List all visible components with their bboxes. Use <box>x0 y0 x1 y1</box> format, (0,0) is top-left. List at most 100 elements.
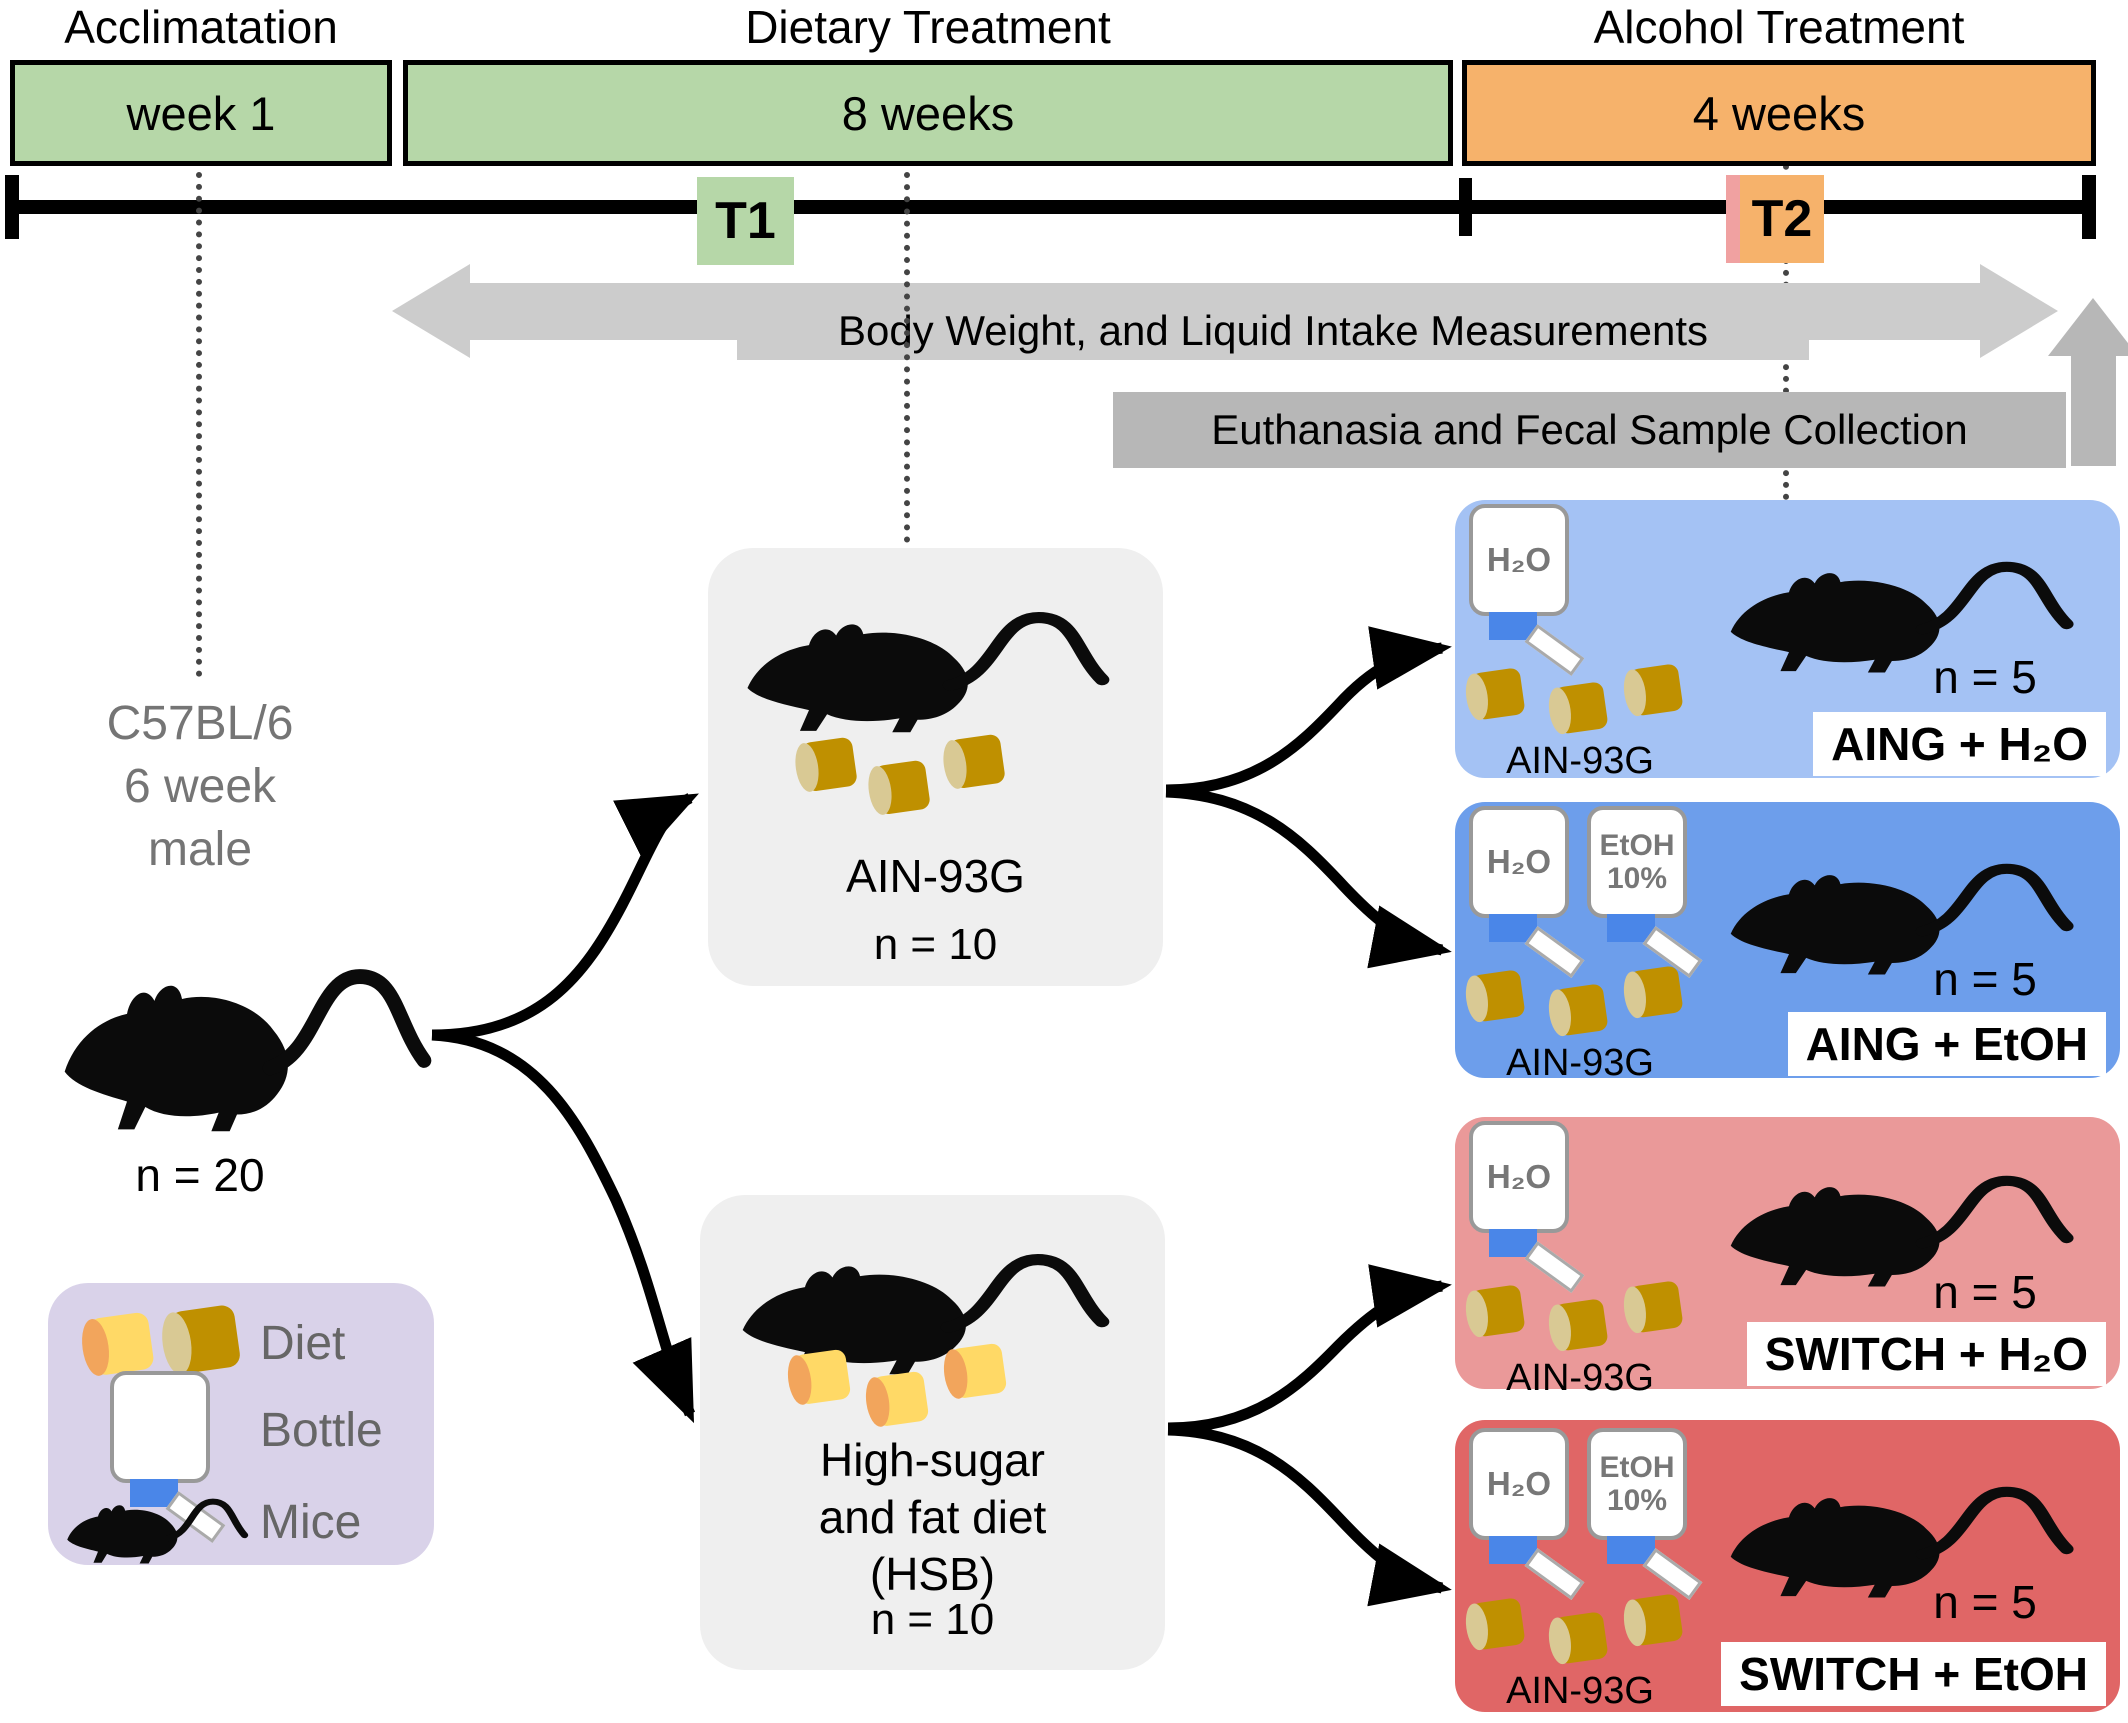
euthanasia-arrow-shaft <box>2071 356 2116 466</box>
hsb-pellet-icon <box>940 1342 1008 1401</box>
ain-pellet-icon <box>865 759 931 817</box>
tg-diet-label: AIN-93G <box>1506 1357 1654 1399</box>
tg-count: n = 5 <box>1933 1576 2037 1628</box>
tg-pellet-icon <box>1546 983 1609 1038</box>
tg-pellet-icon <box>1621 1280 1684 1335</box>
bottle-etoh-pct: 10% <box>1606 862 1668 895</box>
etoh-bottle-icon: EtOH 10% <box>1587 1428 1712 1600</box>
bodyweight-label: Body Weight, and Liquid Intake Measureme… <box>737 301 1809 360</box>
timeline-line <box>12 200 2090 214</box>
hsb-pellet-icon <box>784 1348 852 1407</box>
bottle-etoh-pct: 10% <box>1606 1484 1668 1517</box>
cohort-age: 6 week <box>123 760 277 813</box>
hsb-group-count: n = 10 <box>870 1595 995 1644</box>
timepoint-t2-stripe <box>1726 175 1740 263</box>
arrow-ain-to-aing-h2o <box>1165 626 1452 796</box>
phase-box-week1: week 1 <box>10 60 392 166</box>
bottle-etoh-label: EtOH <box>1599 1451 1675 1484</box>
bottle-body: H₂O <box>1469 504 1569 616</box>
tg-pellet-icon <box>1463 969 1526 1024</box>
bottle-body: EtOH 10% <box>1587 1428 1687 1540</box>
water-bottle-icon: H₂O <box>1469 1121 1594 1293</box>
timeline-tick-start <box>5 175 19 239</box>
dotted-line-8weeks <box>904 172 910 555</box>
bottle-body: H₂O <box>1469 1121 1569 1233</box>
arrow-cohort-to-hsb <box>431 1029 696 1424</box>
water-bottle-icon: H₂O <box>1469 806 1594 978</box>
arrow-ain-to-aing-etoh <box>1165 786 1452 969</box>
tg-pellet-icon <box>1463 1284 1526 1339</box>
tg-pellet-icon <box>1463 667 1526 722</box>
etoh-bottle-icon: EtOH 10% <box>1587 806 1712 978</box>
tg-diet-label: AIN-93G <box>1506 740 1654 782</box>
timepoint-t1: T1 <box>697 177 794 265</box>
bottle-water-label: H₂O <box>1486 1465 1552 1502</box>
tg-diet-label: AIN-93G <box>1506 1670 1654 1712</box>
cohort-strain: C57BL/6 <box>106 697 294 750</box>
tg-label-switch-etoh: SWITCH + EtOH <box>1721 1642 2106 1706</box>
tg-pellet-icon <box>1621 965 1684 1020</box>
ain-group-mouse-icon <box>733 583 1113 735</box>
hsb-name-line2: and fat diet <box>818 1491 1047 1543</box>
arrow-hsb-to-switch-h2o <box>1167 1264 1452 1434</box>
hsb-name-line3: (HSB) <box>869 1548 996 1600</box>
bottle-body: EtOH 10% <box>1587 806 1687 918</box>
tg-label-switch-h2o: SWITCH + H₂O <box>1746 1322 2106 1386</box>
bottle-etoh-label: EtOH <box>1599 829 1675 862</box>
tg-label-aing-h2o: AING + H₂O <box>1813 712 2106 776</box>
diet-group-ain93g: AIN-93G n = 10 <box>708 548 1163 986</box>
phase-box-8weeks: 8 weeks <box>403 60 1453 166</box>
tg-count: n = 5 <box>1933 953 2037 1005</box>
cohort-mouse-icon <box>50 930 435 1135</box>
water-bottle-icon: H₂O <box>1469 504 1594 676</box>
tg-pellet-icon <box>1546 1611 1609 1666</box>
treatment-group-switch-etoh: H₂O EtOH 10% AIN-93G n = 5 SWITCH + EtOH <box>1455 1420 2120 1712</box>
phase-title-dietary: Dietary Treatment <box>745 1 1111 53</box>
arrow-hsb-to-switch-etoh <box>1167 1424 1452 1607</box>
cohort-sex: male <box>147 823 253 876</box>
bottle-body <box>110 1371 210 1483</box>
tg-pellet-icon <box>1621 663 1684 718</box>
legend-mouse-icon <box>60 1483 250 1565</box>
cohort-count: n = 20 <box>135 1149 265 1201</box>
bodyweight-arrowhead-right <box>1980 264 2058 358</box>
bottle-water-label: H₂O <box>1486 843 1552 880</box>
bottle-body: H₂O <box>1469 806 1569 918</box>
legend-mice-label: Mice <box>260 1496 362 1549</box>
phase-box-4weeks: 4 weeks <box>1462 60 2096 166</box>
diet-group-hsb: High-sugar and fat diet (HSB) n = 10 <box>700 1195 1165 1670</box>
tg-pellet-icon <box>1621 1593 1684 1648</box>
phase-title-acclimatation: Acclimatation <box>64 1 338 53</box>
bottle-water-label: H₂O <box>1486 1158 1552 1195</box>
hsb-pellet-icon <box>862 1370 930 1429</box>
legend: Diet Bottle Mice <box>48 1283 434 1565</box>
ain-group-count: n = 10 <box>873 920 998 969</box>
bottle-icon-legend <box>110 1371 235 1543</box>
cohort-description: C57BL/6 6 week male <box>40 692 360 881</box>
timeline-tick-end <box>2082 175 2096 239</box>
legend-diet-label: Diet <box>260 1317 346 1370</box>
hsb-group-name: High-sugar and fat diet (HSB) <box>700 1432 1165 1603</box>
timepoint-t2: T2 <box>1740 175 1824 263</box>
treatment-group-switch-h2o: H₂O AIN-93G n = 5 SWITCH + H₂O <box>1455 1117 2120 1399</box>
tg-label-aing-etoh: AING + EtOH <box>1787 1012 2106 1076</box>
tg-pellet-icon <box>1546 1298 1609 1353</box>
tg-count: n = 5 <box>1933 1266 2037 1318</box>
tg-pellet-icon <box>1463 1597 1526 1652</box>
bodyweight-arrowhead-left <box>392 264 470 358</box>
timeline-tick-mid <box>1459 178 1472 236</box>
bottle-body: H₂O <box>1469 1428 1569 1540</box>
water-bottle-icon: H₂O <box>1469 1428 1594 1600</box>
treatment-group-aing-h2o: H₂O AIN-93G n = 5 AING + H₂O <box>1455 500 2120 782</box>
euthanasia-label: Euthanasia and Fecal Sample Collection <box>1113 392 2066 468</box>
euthanasia-arrowhead-up <box>2048 298 2128 356</box>
phase-8weeks-label: 8 weeks <box>841 86 1015 140</box>
legend-bottle-label: Bottle <box>260 1404 383 1457</box>
tg-count: n = 5 <box>1933 651 2037 703</box>
phase-week1-label: week 1 <box>126 86 276 140</box>
dotted-line-week1 <box>196 172 202 677</box>
hsb-name-line1: High-sugar <box>820 1434 1045 1486</box>
phase-title-alcohol: Alcohol Treatment <box>1593 1 1965 53</box>
